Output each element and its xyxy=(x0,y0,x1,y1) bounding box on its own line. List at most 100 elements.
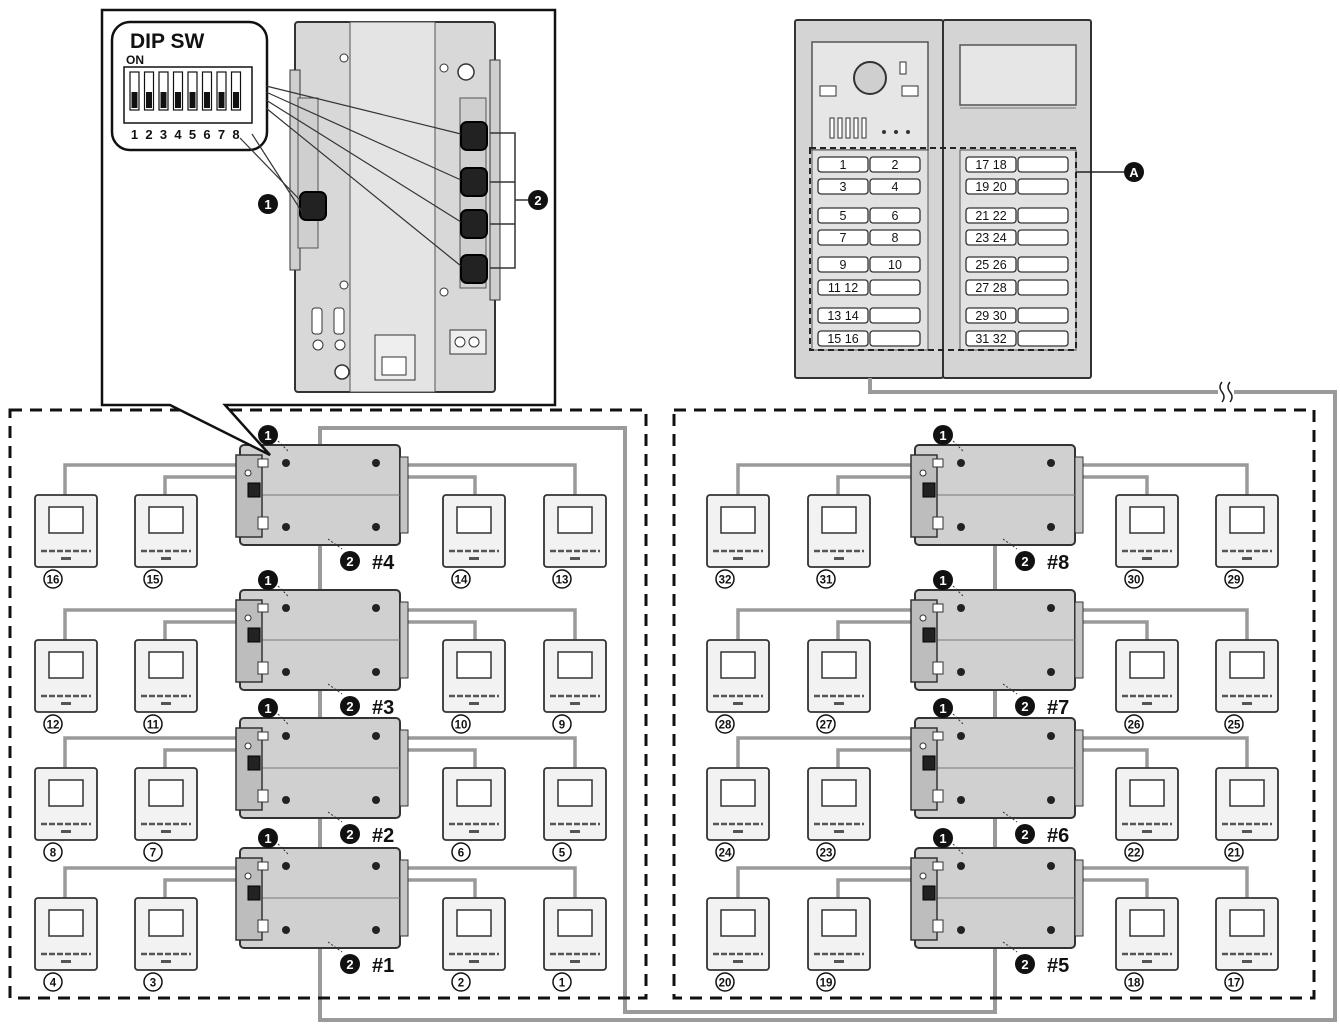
monitor-unit: 28 xyxy=(706,639,770,734)
call-button[interactable] xyxy=(965,330,1017,347)
call-button[interactable] xyxy=(869,229,921,246)
callout-2-label: 2 xyxy=(1021,957,1028,972)
monitor-screen xyxy=(821,909,857,937)
monitor-number-badge xyxy=(816,714,836,734)
call-button[interactable] xyxy=(869,156,921,173)
connector-3 xyxy=(460,209,488,239)
call-button[interactable] xyxy=(817,207,869,224)
monitor-number-badge xyxy=(715,972,735,992)
call-button[interactable] xyxy=(965,279,1017,296)
monitor-number-badge xyxy=(451,842,471,862)
monitor-number: 8 xyxy=(50,848,57,860)
group-number-label: #8 xyxy=(1047,552,1069,574)
call-button-label: 10 xyxy=(888,258,902,272)
group-number-label: #5 xyxy=(1047,955,1069,977)
dip-switch-component xyxy=(247,482,261,498)
call-button[interactable] xyxy=(965,156,1017,173)
call-button[interactable] xyxy=(817,307,869,324)
callout-1-label: 1 xyxy=(264,701,271,716)
monitor-unit: 13 xyxy=(543,494,607,589)
callout-1-label: 1 xyxy=(264,573,271,588)
monitor-number-badge xyxy=(1124,714,1144,734)
call-button[interactable] xyxy=(817,156,869,173)
dip-switch-component xyxy=(922,482,936,498)
dip-position-number: 7 xyxy=(218,127,225,142)
dip-toggle-lever xyxy=(160,92,167,108)
monitor-screen xyxy=(821,506,857,534)
blank-button[interactable] xyxy=(869,307,921,324)
dip-position-number: 4 xyxy=(174,127,182,142)
blank-button[interactable] xyxy=(1017,156,1069,173)
call-button[interactable] xyxy=(817,279,869,296)
call-button[interactable] xyxy=(817,330,869,347)
monitor-unit: 30 xyxy=(1115,494,1179,589)
monitor-number-badge xyxy=(43,842,63,862)
callout-2-label: 2 xyxy=(346,827,353,842)
monitor-screen xyxy=(48,779,84,807)
blank-button[interactable] xyxy=(1017,178,1069,195)
dip-toggle-lever xyxy=(218,92,225,108)
callout-1-marker xyxy=(933,425,953,445)
callout-1-label: 1 xyxy=(264,197,271,212)
monitor-number: 15 xyxy=(147,575,160,587)
monitor-unit: 31 xyxy=(807,494,871,589)
monitor-screen xyxy=(456,651,492,679)
monitor-screen xyxy=(557,506,593,534)
monitor-unit: 7 xyxy=(134,767,198,862)
dip-toggle-lever xyxy=(175,92,181,108)
monitor-unit: 18 xyxy=(1115,897,1179,992)
call-button[interactable] xyxy=(817,256,869,273)
blank-button[interactable] xyxy=(1017,207,1069,224)
monitor-screen xyxy=(1229,779,1265,807)
call-button[interactable] xyxy=(869,178,921,195)
monitor-screen xyxy=(1129,506,1165,534)
speaker-grille-icon xyxy=(829,117,867,139)
call-button[interactable] xyxy=(869,256,921,273)
dip-toggle xyxy=(201,71,213,111)
dip-switch-component xyxy=(299,191,327,221)
monitor-screen xyxy=(148,506,184,534)
blank-button[interactable] xyxy=(1017,256,1069,273)
callout-2-marker xyxy=(1015,551,1035,571)
monitor-screen xyxy=(48,651,84,679)
blank-button[interactable] xyxy=(1017,307,1069,324)
dip-switch-component xyxy=(922,627,936,643)
dip-toggle xyxy=(216,71,227,111)
monitor-wires xyxy=(63,608,577,640)
call-button[interactable] xyxy=(965,207,1017,224)
call-button[interactable] xyxy=(965,229,1017,246)
monitor-number: 11 xyxy=(147,720,160,732)
dip-toggle xyxy=(129,71,140,111)
monitor-unit: 23 xyxy=(807,767,871,862)
monitor-number: 18 xyxy=(1128,978,1141,990)
monitor-number-badge xyxy=(816,842,836,862)
monitor-number-badge xyxy=(715,714,735,734)
call-button[interactable] xyxy=(965,307,1017,324)
call-button[interactable] xyxy=(965,256,1017,273)
monitor-number-badge xyxy=(715,569,735,589)
monitor-unit: 14 xyxy=(442,494,506,589)
button-area-outline xyxy=(809,147,1077,351)
monitor-unit: 16 xyxy=(34,494,98,589)
monitor-number: 28 xyxy=(719,720,732,732)
call-button[interactable] xyxy=(869,207,921,224)
call-button[interactable] xyxy=(817,178,869,195)
blank-button[interactable] xyxy=(1017,330,1069,347)
monitor-number-badge xyxy=(451,569,471,589)
blank-button[interactable] xyxy=(1017,229,1069,246)
monitor-unit: 2 xyxy=(442,897,506,992)
blank-button[interactable] xyxy=(869,279,921,296)
monitor-number: 17 xyxy=(1228,978,1241,990)
call-button[interactable] xyxy=(965,178,1017,195)
callout-2-marker xyxy=(1015,954,1035,974)
call-button[interactable] xyxy=(817,229,869,246)
callout-2-label: 2 xyxy=(346,957,353,972)
blank-button[interactable] xyxy=(1017,279,1069,296)
callout-1-label: 1 xyxy=(264,428,271,443)
blank-button[interactable] xyxy=(869,330,921,347)
monitor-screen xyxy=(148,909,184,937)
